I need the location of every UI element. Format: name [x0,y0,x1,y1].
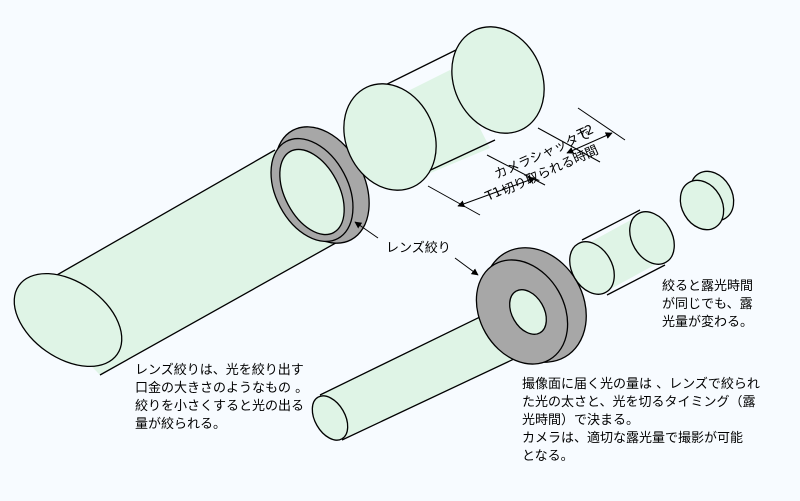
aperture-ring-small [475,247,587,365]
aperture-label-arrows [354,221,479,276]
aperture-note: 絞ると露光時間 が同じでも、露 光量が変わる。 [662,279,754,330]
aperture-ring-large [270,126,370,244]
aperture-description: レンズ絞りは、光を絞り出す 口金の大きさのようなもの 。 絞りを小さくすると光の… [135,363,309,432]
large-light-cylinder [13,149,351,376]
small-cut-segment-t1 [569,209,675,296]
t2-dimension [537,107,626,163]
large-cut-segment [343,26,545,191]
t1-dimension [427,154,546,216]
lens-aperture-label: レンズ絞り [386,241,451,256]
small-cut-segment-t2 [679,170,735,231]
exposure-description: 撮像面に届く光の量は 、レンズで絞られ た光の太さと、光を切るタイミング（露 光… [522,377,760,464]
